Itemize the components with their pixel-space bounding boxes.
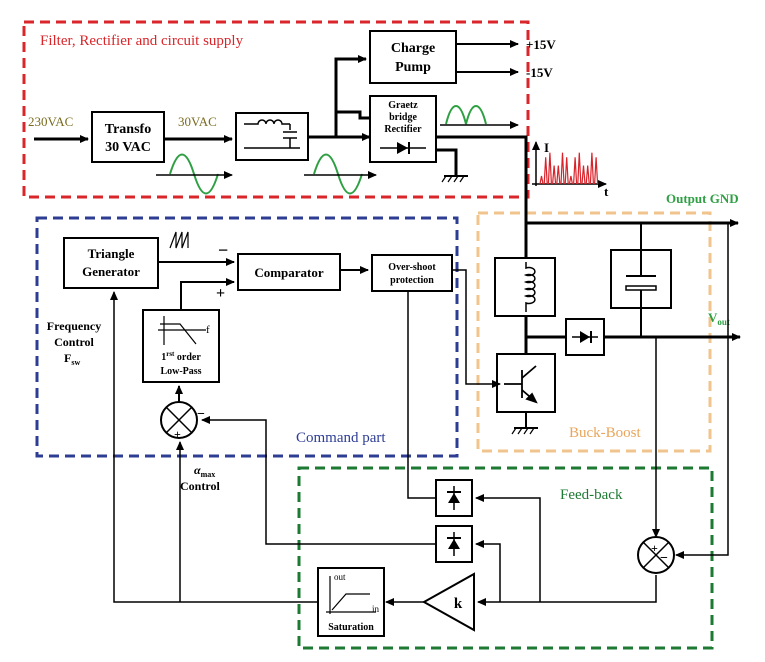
feedback-region-title: Feed-back xyxy=(560,487,623,503)
sum2-minus: − xyxy=(660,551,668,566)
sawtooth-icon xyxy=(169,231,189,249)
current-pulse-path xyxy=(539,152,599,185)
feedback-summing-junction-icon xyxy=(637,536,675,574)
inductor-icon xyxy=(244,119,290,125)
lowpass-plot-icon xyxy=(158,316,206,345)
lowpass-axis-f: f xyxy=(206,324,210,336)
triangle-label-1: Triangle xyxy=(88,246,135,261)
sum2-plus: + xyxy=(651,541,658,555)
triangle-label-2: Generator xyxy=(82,264,140,279)
saturation-plot-icon xyxy=(326,576,376,614)
gain-block xyxy=(421,572,475,632)
lowpass-label-1: 1rst order xyxy=(161,350,201,363)
output-gnd-label: Output GND xyxy=(666,191,739,206)
saturation-label: Saturation xyxy=(328,622,374,633)
comparator-block xyxy=(237,253,341,291)
buckboost-region xyxy=(476,211,712,453)
charge-pump-block xyxy=(369,30,457,84)
charge-pump-label-1: Charge xyxy=(391,41,435,56)
transfo-label-2: 30 VAC xyxy=(105,140,151,155)
saturation-block xyxy=(317,567,385,637)
transfo-block xyxy=(91,111,165,163)
vout-label: Vout xyxy=(708,310,730,327)
charge-pump-label-2: Pump xyxy=(395,60,431,75)
minus15-label: -15V xyxy=(526,65,553,80)
graetz-block xyxy=(369,95,437,163)
comparator-plus: + xyxy=(216,285,225,302)
transistor-icon xyxy=(504,365,538,404)
graetz-label-3: Rectifier xyxy=(384,124,422,135)
alpha-max-label: αmax xyxy=(194,463,215,479)
diode-icon xyxy=(397,142,408,154)
ground-icon xyxy=(441,175,468,183)
coil-icon xyxy=(523,262,536,312)
time-axis-label: t xyxy=(604,184,609,199)
plus15-label: +15V xyxy=(526,37,556,52)
fsw-label: Fsw xyxy=(64,351,80,367)
buckboost-region-title: Buck-Boost xyxy=(569,425,642,441)
lower-diode-icon xyxy=(447,532,461,556)
filter-region xyxy=(22,20,530,199)
filtered-sine-icon xyxy=(313,153,363,195)
transfo-label-1: Transfo xyxy=(105,122,151,137)
rectified-wave-icon xyxy=(445,105,487,125)
sum1-plus: + xyxy=(174,427,181,441)
comparator-label: Comparator xyxy=(254,265,324,280)
saturation-out: out xyxy=(334,572,346,582)
current-axis-label: I xyxy=(544,140,549,155)
output-diode-icon xyxy=(580,331,590,343)
command-region xyxy=(35,216,459,458)
lowpass-label-2: Low-Pass xyxy=(160,366,201,377)
overshoot-label-2: protection xyxy=(390,275,434,286)
summing-junction-icon xyxy=(160,401,198,439)
freq-control-label-1: Frequency xyxy=(47,319,101,333)
overshoot-label-1: Over-shoot xyxy=(388,262,436,273)
lowpass-block xyxy=(142,309,220,383)
freq-control-label-2: Control xyxy=(54,335,94,349)
sine-wave-icon xyxy=(169,153,219,195)
secondary-voltage-label: 30VAC xyxy=(178,114,217,129)
upper-diode-icon xyxy=(447,486,461,510)
triangle-generator-block xyxy=(63,237,159,289)
comparator-minus: − xyxy=(218,240,228,260)
command-region-title: Command part xyxy=(296,430,386,446)
alpha-control-label: Control xyxy=(180,479,220,493)
overshoot-block xyxy=(371,254,453,292)
inductor-block xyxy=(494,257,556,317)
graetz-label-2: bridge xyxy=(389,112,417,123)
transistor-block xyxy=(496,353,556,413)
saturation-in: in xyxy=(372,604,380,614)
sum1-minus: − xyxy=(197,407,205,422)
gain-label: k xyxy=(454,596,463,612)
input-voltage-label: 230VAC xyxy=(28,114,73,129)
transistor-ground-icon xyxy=(511,427,538,435)
current-pulse-icon xyxy=(539,152,599,185)
filter-region-title: Filter, Rectifier and circuit supply xyxy=(40,33,244,49)
graetz-label-1: Graetz xyxy=(388,100,418,111)
feedback-region xyxy=(297,466,714,650)
